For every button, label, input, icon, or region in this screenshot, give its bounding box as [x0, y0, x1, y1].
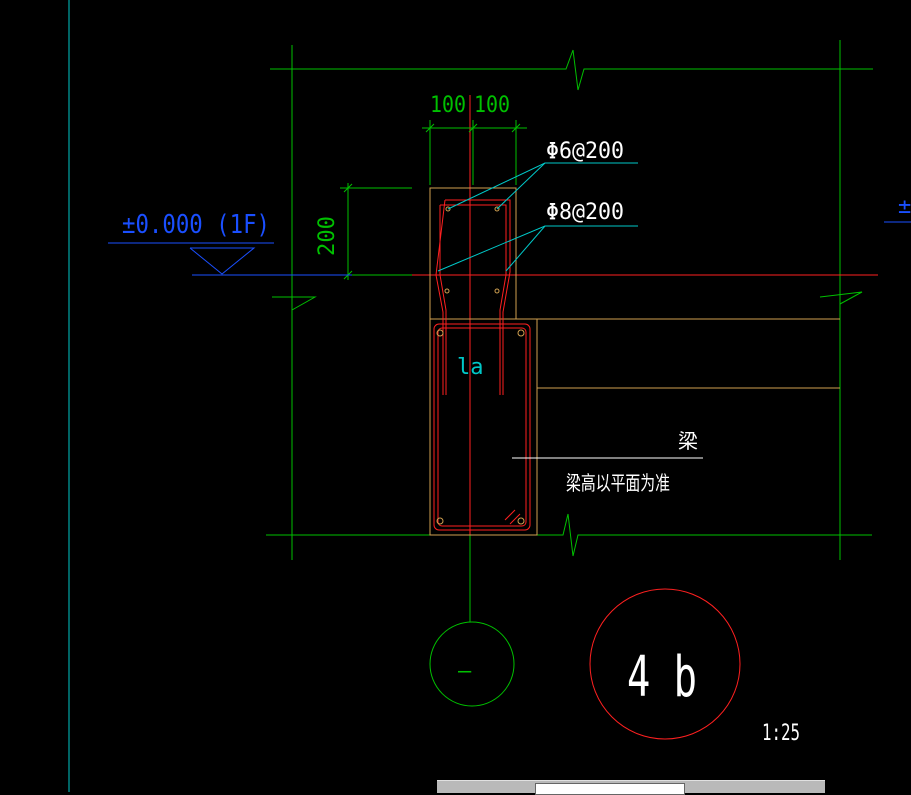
detail-bubble [589, 588, 741, 740]
beam-label: 梁 [678, 429, 698, 453]
rebar-dots [436, 206, 525, 525]
dim-top-right: 100 [474, 93, 510, 118]
rebar-cage [433, 199, 531, 531]
rebar-main-label: Φ8@200 [546, 200, 624, 225]
rebar-leaders [437, 162, 638, 272]
cad-status-bar [437, 780, 825, 795]
dim-vertical: 200 [315, 216, 340, 256]
elevation-left-label: ±0.000 (1F) [122, 210, 270, 240]
wall-section-outline [429, 187, 840, 536]
dimension-lines [340, 120, 527, 280]
rebar-stirrup-label: Φ6@200 [546, 139, 624, 164]
detail-number: 4 b [627, 645, 697, 710]
axis-bubble-label: — [458, 659, 472, 684]
axis-bubble [429, 621, 515, 707]
elevation-right-label: ± [898, 194, 911, 219]
beam-note: 梁高以平面为准 [566, 471, 670, 495]
anchorage-label: la [457, 355, 484, 380]
dim-top-left: 100 [430, 93, 466, 118]
command-input-field[interactable] [535, 783, 685, 795]
elevation-marker [108, 221, 911, 276]
scale-label: 1:25 [762, 721, 800, 746]
